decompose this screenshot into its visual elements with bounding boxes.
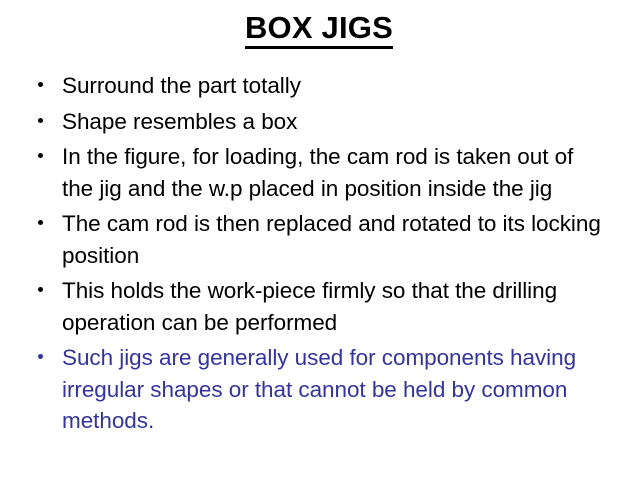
list-item: This holds the work-piece firmly so that… <box>30 275 610 338</box>
list-item: Such jigs are generally used for compone… <box>30 342 610 437</box>
list-item-text: In the figure, for loading, the cam rod … <box>62 144 580 201</box>
bullet-dot-icon <box>38 153 43 158</box>
list-item-text: Such jigs are generally used for compone… <box>62 345 583 433</box>
bullet-dot-icon <box>38 220 43 225</box>
list-item: In the figure, for loading, the cam rod … <box>30 141 610 204</box>
list-item-text: This holds the work-piece firmly so that… <box>62 278 564 335</box>
list-item: Surround the part totally <box>30 70 610 102</box>
bullet-dot-icon <box>38 117 43 123</box>
page-title-text: BOX JIGS <box>244 11 394 49</box>
list-item: Shape resembles a box <box>30 106 610 138</box>
page-title: BOX JIGS <box>0 11 638 49</box>
bullet-list: Surround the part totally Shape resemble… <box>30 70 610 441</box>
list-item-text: The cam rod is then replaced and rotated… <box>62 211 608 268</box>
list-item: The cam rod is then replaced and rotated… <box>30 208 610 271</box>
list-item-text: Shape resembles a box <box>62 108 298 134</box>
bullet-dot-icon <box>38 287 43 292</box>
bullet-dot-icon <box>38 82 43 87</box>
bullet-dot-icon <box>38 354 43 359</box>
list-item-text: Surround the part totally <box>62 73 301 98</box>
